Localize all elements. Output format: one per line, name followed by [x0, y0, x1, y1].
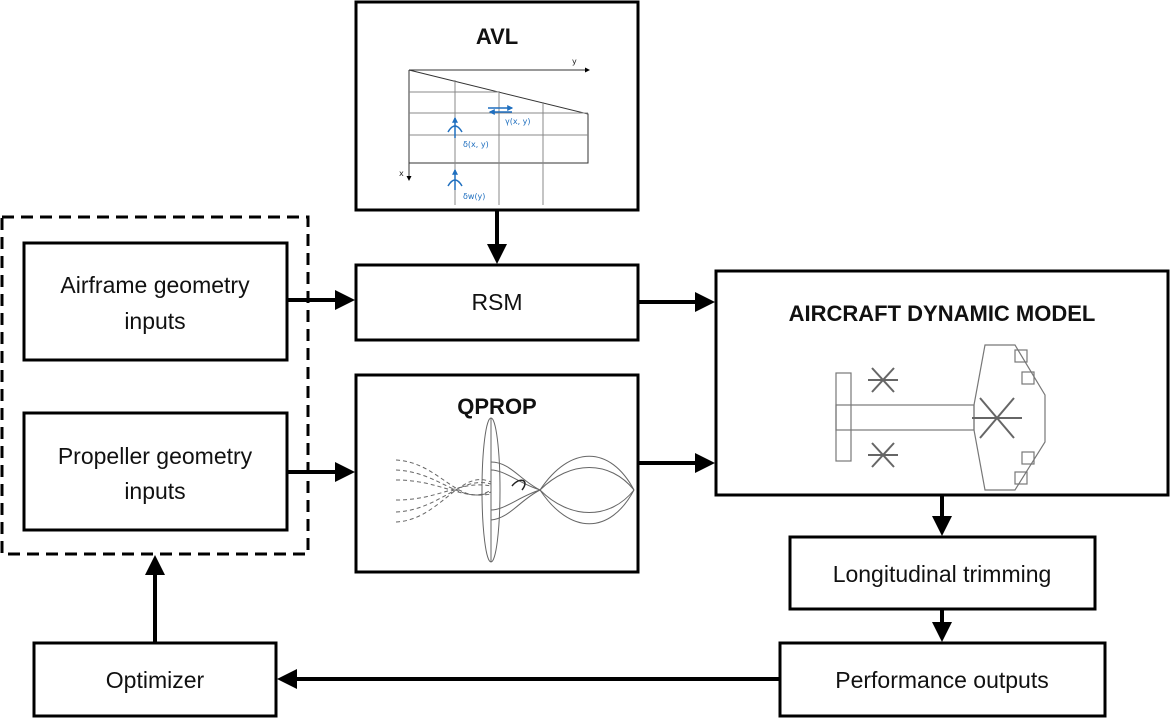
- connector-arrows: [145, 210, 952, 689]
- aircraft-title: AIRCRAFT DYNAMIC MODEL: [789, 301, 1096, 326]
- avl-x-axis-label: x: [399, 169, 404, 178]
- avl-vortex-annotations: [447, 105, 514, 190]
- propeller-inputs-block[interactable]: Propeller geometry inputs: [22, 411, 289, 532]
- rsm-label: RSM: [471, 289, 522, 315]
- qprop-block[interactable]: QPROP: [354, 373, 640, 574]
- avl-delta-w-label: δw(y): [463, 192, 485, 201]
- avl-wing-sketch: [406, 67, 590, 205]
- rsm-block[interactable]: RSM: [354, 263, 640, 342]
- qprop-title: QPROP: [457, 394, 536, 419]
- aircraft-model-block[interactable]: AIRCRAFT DYNAMIC MODEL: [714, 269, 1170, 497]
- optimizer-label: Optimizer: [106, 667, 205, 693]
- propeller-label-line1: Propeller geometry: [58, 443, 253, 469]
- performance-label: Performance outputs: [835, 667, 1049, 693]
- avl-delta-label: δ(x, y): [463, 140, 489, 149]
- avl-block[interactable]: AVL y x γ(x, y) δ(x, y) δw(y): [354, 0, 640, 212]
- avl-gamma-label: γ(x, y): [505, 117, 531, 126]
- performance-block[interactable]: Performance outputs: [778, 641, 1107, 718]
- input-group-dashed-frame: [0, 215, 310, 556]
- trimming-label: Longitudinal trimming: [833, 561, 1052, 587]
- avl-title: AVL: [476, 24, 518, 49]
- qprop-slipstream-sketch: [395, 417, 635, 563]
- aircraft-planform-sketch: [835, 344, 1046, 491]
- airframe-label-line2: inputs: [124, 308, 185, 334]
- trimming-block[interactable]: Longitudinal trimming: [788, 535, 1097, 611]
- optimizer-block[interactable]: Optimizer: [32, 641, 278, 718]
- airframe-inputs-block[interactable]: Airframe geometry inputs: [22, 241, 289, 362]
- avl-y-axis-label: y: [572, 57, 577, 66]
- propeller-label-line2: inputs: [124, 478, 185, 504]
- airframe-label-line1: Airframe geometry: [60, 272, 250, 298]
